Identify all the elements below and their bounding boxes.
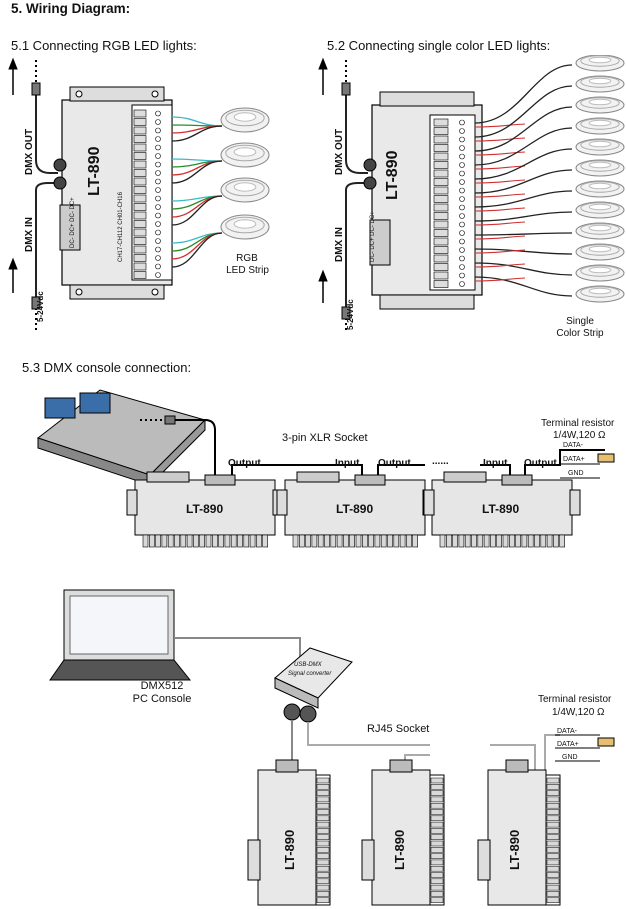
lt890-device [257, 769, 317, 906]
output-label-1: Output [228, 458, 261, 469]
rj45-device-model-1: LT-890 [282, 829, 297, 870]
single-color-wiring-diagram [318, 55, 625, 333]
device-model-label: LT-890 [86, 146, 103, 197]
device-model-label-2: LT-890 [384, 150, 401, 201]
power-arrow [8, 257, 37, 330]
chain-dots: ...... [432, 456, 449, 467]
chain-device-model-1: LT-890 [186, 502, 224, 516]
section-heading-5-1: 5.1 Connecting RGB LED lights: [11, 38, 197, 53]
terminal-resistor-label-1: Terminal resistor [541, 418, 615, 429]
single-strip-label-1: Single [566, 316, 594, 327]
output-label-2: Output [378, 458, 411, 469]
rgb-wiring-diagram [8, 57, 270, 330]
power-label: 5-24Vdc [36, 291, 45, 322]
dmx-out-label-2: DMX OUT [334, 128, 345, 175]
section-heading-5-2: 5.2 Connecting single color LED lights: [327, 38, 551, 53]
laptop-icon [49, 589, 192, 681]
lt890-device [371, 769, 431, 906]
chain-device-model-2: LT-890 [336, 502, 374, 516]
pc-console-label-1: DMX512 [140, 680, 184, 692]
data-minus-label-1: DATA- [563, 442, 583, 449]
converter-label-2: Signal converter [288, 671, 332, 677]
pc-console-label-2: PC Console [132, 693, 192, 705]
rj45-device-model-3: LT-890 [507, 829, 522, 870]
rgb-strip-label-1: RGB [236, 253, 258, 264]
converter-label-1: USB-DMX [294, 662, 322, 668]
section-heading-5-3: 5.3 DMX console connection: [22, 360, 192, 375]
dmx-in-label: DMX IN [24, 217, 35, 252]
dmx-out-label: DMX OUT [24, 128, 35, 175]
input-label-2: Input [483, 458, 508, 469]
output-label-3: Output [524, 458, 557, 469]
gnd-label-2: GND [562, 754, 578, 761]
dc-terminals-label-2: DC- DC+ DC- DC+ [370, 211, 376, 262]
dmx-console-diagram [36, 389, 615, 906]
terminal-resistor-label-2: Terminal resistor [538, 694, 612, 705]
terminal-resistor-spec-2: 1/4W,120 Ω [552, 707, 605, 718]
chain-device-model-3: LT-890 [482, 502, 520, 516]
data-minus-label-2: DATA- [557, 728, 577, 735]
rj45-socket-label: RJ45 Socket [367, 723, 430, 735]
xlr-socket-label: 3-pin XLR Socket [282, 432, 368, 444]
data-plus-label-2: DATA+ [557, 741, 579, 748]
power-label-2: 5-24Vdc [346, 299, 355, 330]
data-plus-label-1: DATA+ [563, 456, 585, 463]
channel-label: CH17-CH112 CH01-CH16 [118, 192, 124, 262]
input-label-1: Input [335, 458, 360, 469]
single-strip-label-2: Color Strip [556, 328, 604, 339]
gnd-label-1: GND [568, 470, 584, 477]
usb-dmx-converter-icon [274, 647, 353, 723]
dmx-console-icon [36, 389, 206, 487]
page-title: 5. Wiring Diagram: [11, 1, 131, 16]
rj45-device-model-2: LT-890 [392, 829, 407, 870]
lt890-device [487, 769, 547, 906]
dmx-out-arrow [8, 57, 37, 95]
terminal-resistor-spec-1: 1/4W,120 Ω [553, 430, 606, 441]
rgb-strip-label-2: LED Strip [226, 265, 269, 276]
dmx-in-label-2: DMX IN [334, 227, 345, 262]
dc-terminals-label: DC- DC+ DC- DC+ [70, 197, 76, 248]
